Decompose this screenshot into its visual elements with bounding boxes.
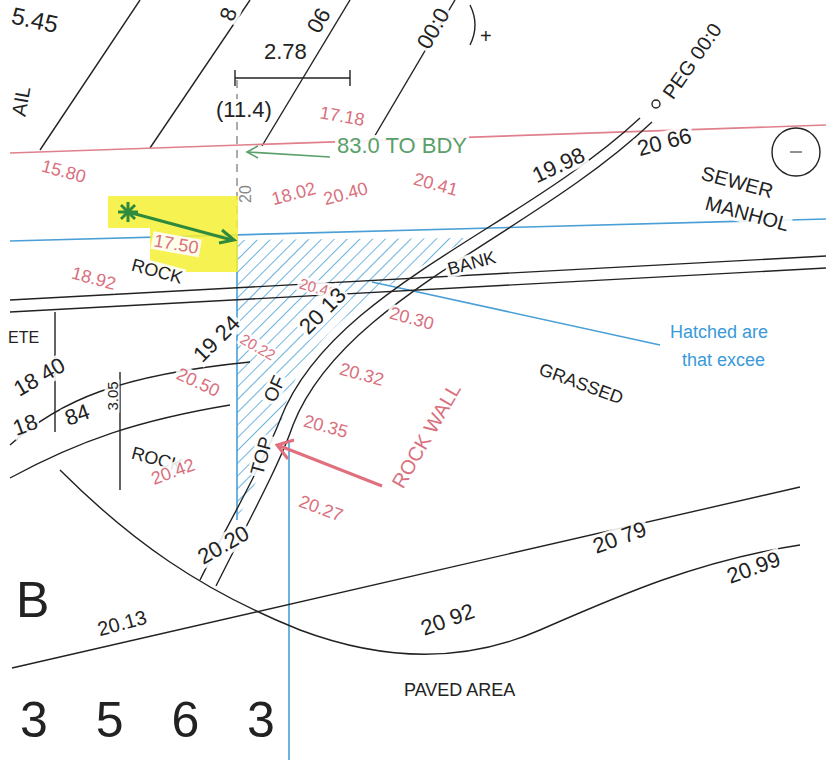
dimension: (11.4)	[214, 99, 274, 121]
spot-height: 20 92	[416, 599, 479, 640]
spot-height: 20.50	[172, 364, 224, 401]
spot-height: 84	[60, 400, 94, 430]
dimension: 3.05	[105, 379, 120, 412]
sheet-letter: B	[14, 575, 51, 625]
spot-height: 20.30	[386, 303, 438, 333]
spot-height: 20.13	[93, 606, 150, 639]
spot-height: 20 66	[633, 124, 696, 161]
spot-height: 15.80	[38, 156, 90, 186]
contour-label: 00:0	[412, 3, 454, 55]
note: Hatched are	[668, 323, 770, 341]
spot-height: 20 79	[588, 517, 651, 558]
spot-height: 18	[8, 410, 42, 440]
spot-height: 20.20	[193, 521, 255, 570]
fragment-text: AIL	[8, 83, 34, 120]
spot-height: 20.32	[336, 359, 388, 389]
feature-label: GRASSED	[535, 360, 628, 408]
fragment-text: ETE	[6, 330, 41, 346]
contour-label: 8	[216, 3, 242, 26]
feature-label: ROCK WALL	[387, 378, 465, 493]
spot-height: 20.40	[320, 179, 372, 209]
dimension: 20	[238, 183, 254, 205]
spot-height: 20.27	[295, 492, 347, 526]
dimension: 2.78	[262, 41, 309, 63]
spot-height: 20.99	[722, 547, 785, 588]
sheet-number: 3 5 6 3	[18, 695, 277, 745]
spot-height: 17.18	[316, 103, 367, 129]
spot-height: 18.92	[68, 263, 120, 293]
boundary-note: 83.0 TO BDY	[335, 135, 469, 157]
spot-height: 20.41	[410, 169, 462, 199]
spot-height: 5.45	[8, 3, 63, 37]
contour-label: 06	[302, 3, 335, 39]
spot-height: 20.35	[300, 411, 352, 441]
peg-label: PEG 00:0	[658, 18, 726, 104]
feature-label: PAVED AREA	[402, 681, 517, 699]
spot-height: 18.02	[268, 179, 320, 209]
note: that excee	[680, 351, 767, 369]
survey-mark: +	[478, 26, 494, 46]
feature-label: MANHOL	[701, 192, 793, 235]
spot-height: 18 40	[9, 353, 71, 402]
